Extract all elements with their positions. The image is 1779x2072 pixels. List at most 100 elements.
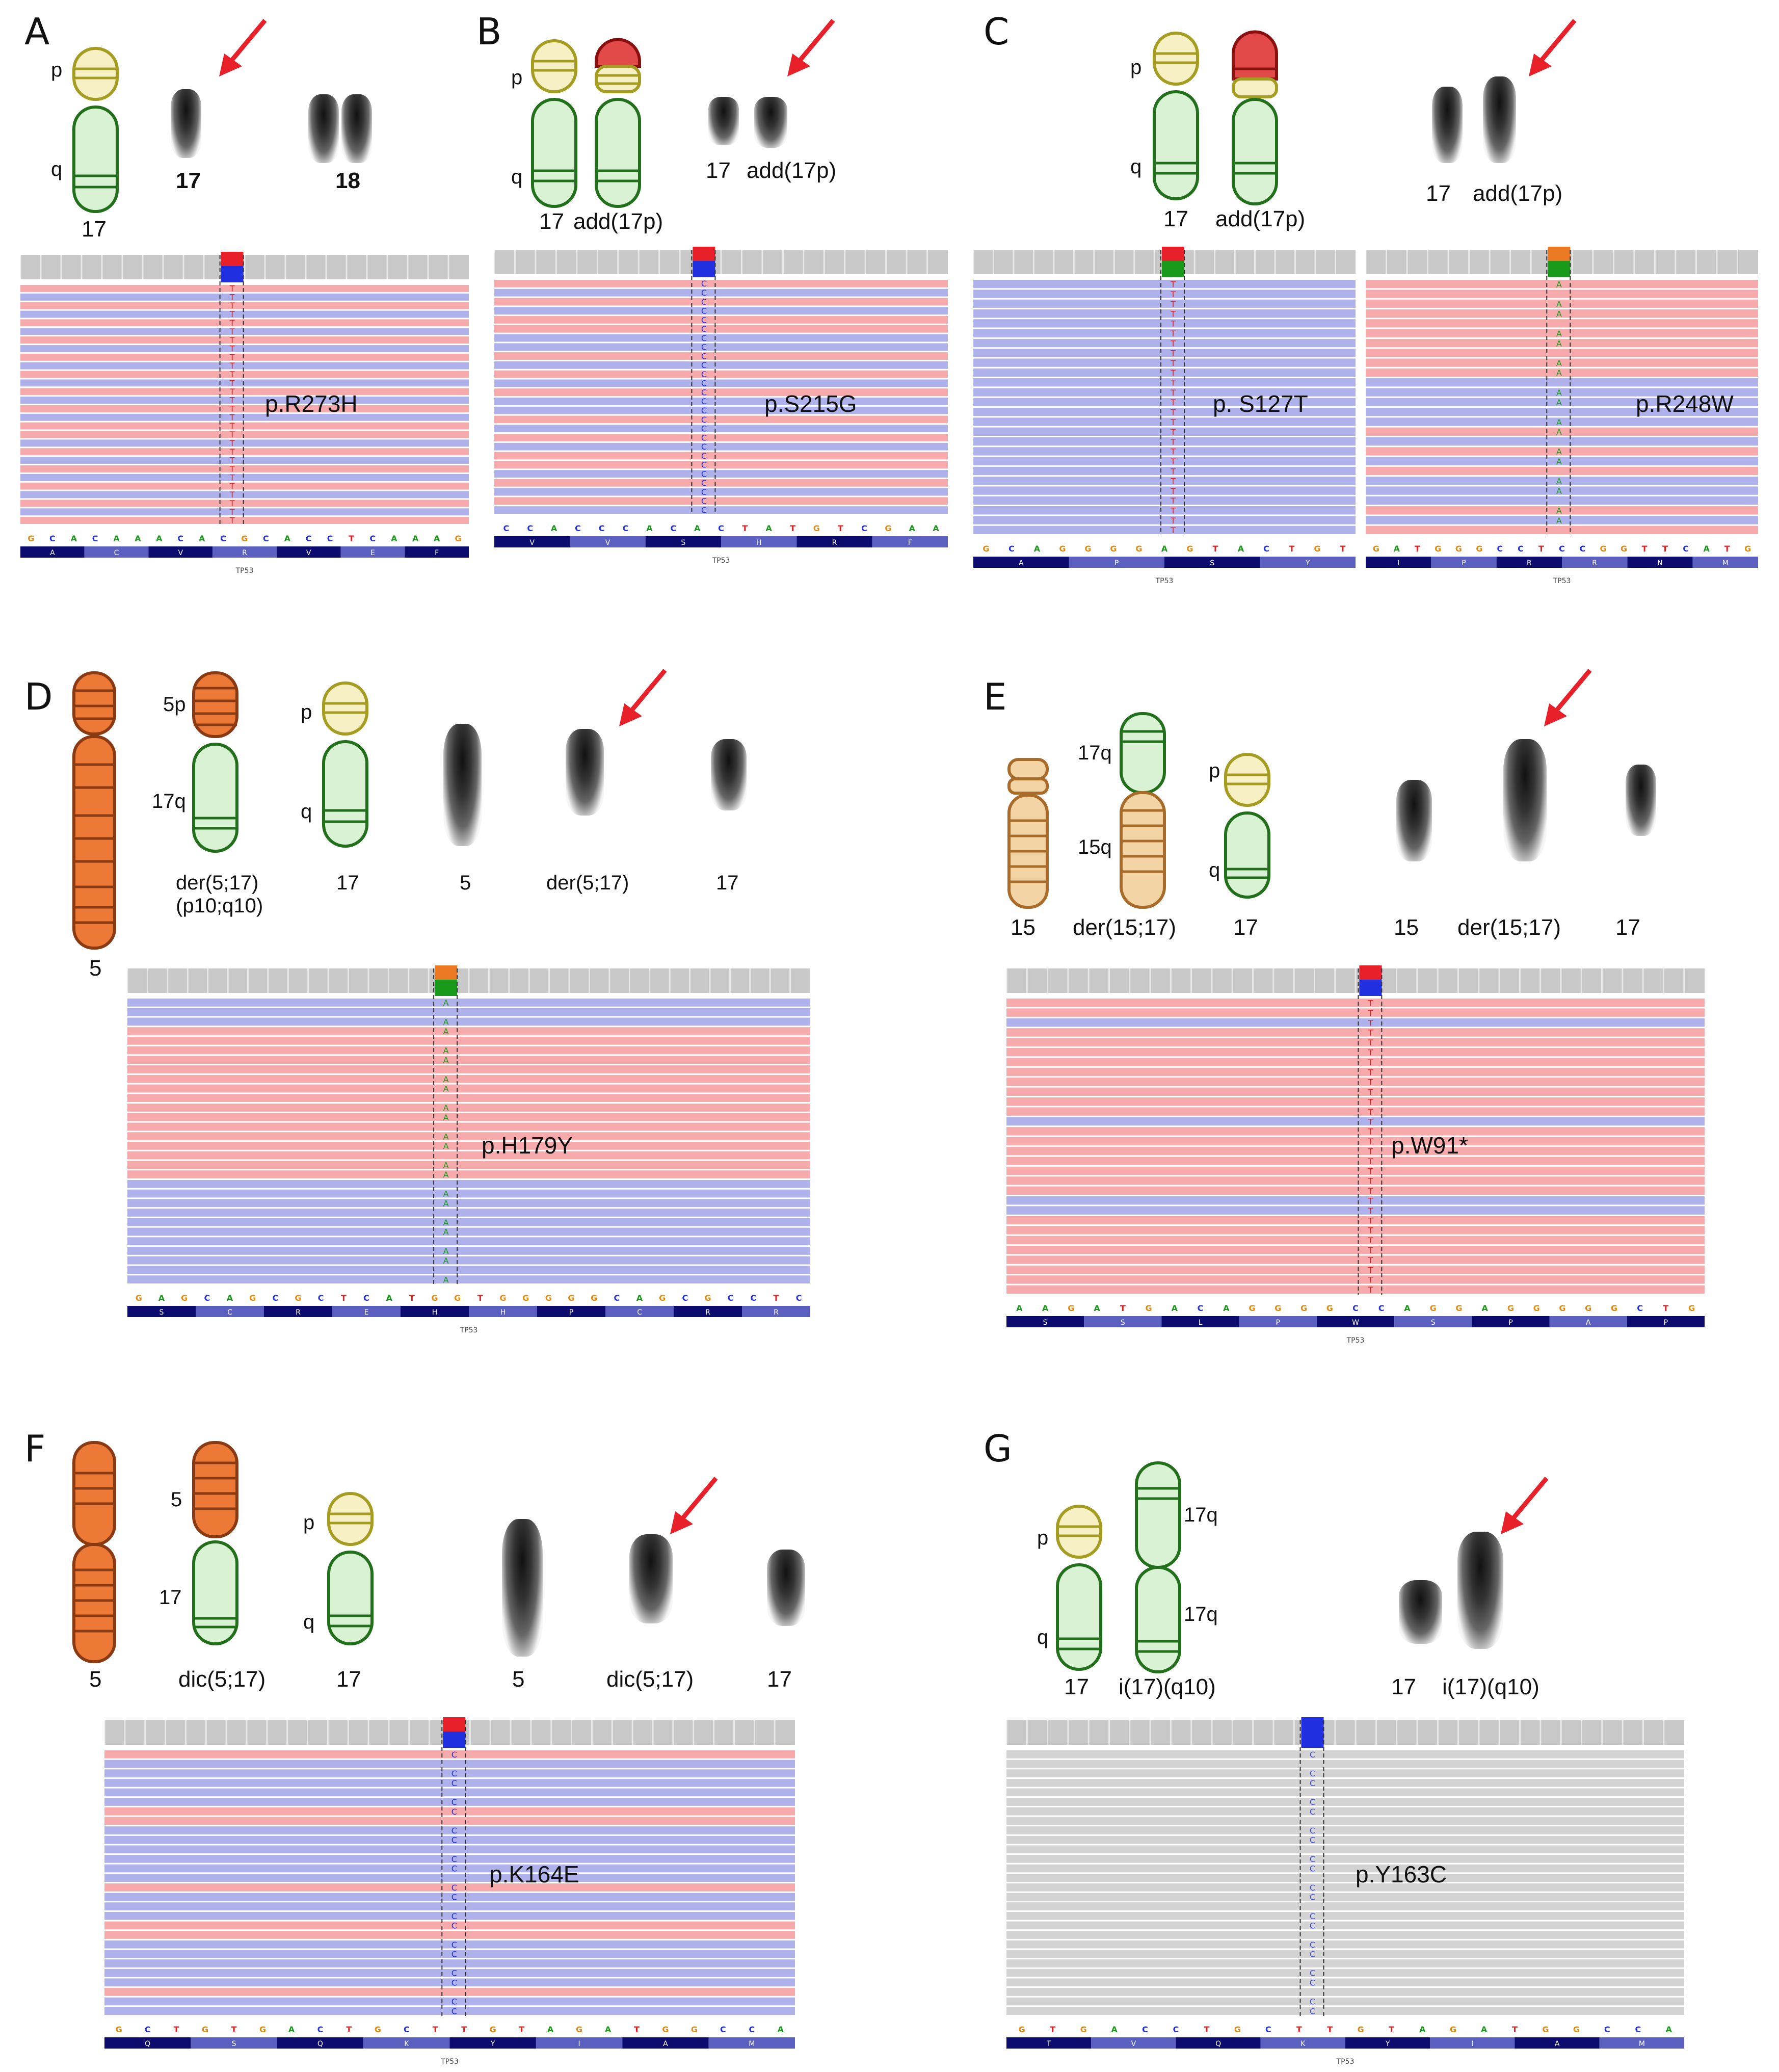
ref-base: G [1688,1303,1695,1313]
svg-text:C: C [701,469,707,479]
read-row [127,1074,810,1083]
red-arrow-g [1501,1477,1549,1534]
ref-base: A [933,523,939,533]
read-row [20,431,469,438]
read-row [127,1209,810,1217]
amino-acid: R [1527,559,1532,567]
read-row [104,1855,795,1863]
amino-acid: P [1114,559,1119,567]
ref-base: G [1135,544,1142,554]
svg-text:C: C [701,333,707,343]
ref-base: T [838,523,843,533]
photo-label-der15-17-e: der(15;17) [1457,915,1561,940]
read-row [104,1950,795,1958]
svg-text:T: T [229,499,235,508]
ref-base: C [861,523,867,533]
svg-text:T: T [1170,299,1176,309]
svg-text:C: C [701,315,707,325]
svg-text:A: A [1556,368,1562,378]
ideogram-der15-17-e [1120,712,1166,909]
svg-text:C: C [452,1893,457,1902]
read-row [127,1256,810,1265]
svg-text:T: T [229,490,235,500]
ref-base: T [1662,544,1668,554]
read-row [127,999,810,1007]
gene-label: TP53 [235,567,254,575]
svg-text:T: T [1368,1216,1373,1225]
svg-text:T: T [1368,1206,1373,1216]
photo-label-5-d: 5 [460,872,471,894]
amino-acid: R [242,549,247,557]
amino-acid: P [1664,1319,1668,1327]
amino-acid: C [114,549,119,557]
svg-text:A: A [443,1046,449,1056]
mutation-label-c2: p.R248W [1636,390,1734,417]
svg-text:T: T [229,292,235,302]
svg-text:C: C [1310,1940,1315,1950]
read-row [127,1094,810,1103]
ref-base: C [599,523,605,533]
red-arrow-f [670,1477,718,1534]
ref-base: C [1635,2025,1641,2034]
amino-acid: Q [145,2040,150,2048]
amino-acid: R [296,1308,301,1317]
read-row [104,1826,795,1834]
arm-p-a: p [51,59,63,81]
svg-text:T: T [1170,329,1176,338]
svg-text:T: T [1170,486,1176,496]
read-row [1006,1864,1684,1873]
svg-text:A: A [443,998,449,1008]
ref-base: G [1476,544,1482,554]
svg-text:A: A [1556,398,1562,407]
read-row [1006,1798,1684,1806]
svg-text:T: T [1368,1107,1373,1117]
read-row [973,516,1356,524]
svg-text:C: C [701,343,707,352]
svg-text:T: T [1170,368,1176,378]
svg-text:T: T [1368,1226,1373,1236]
ref-base: A [636,1293,643,1303]
svg-text:C: C [1310,1978,1315,1987]
photo-label-der5-17-d: der(5;17) [546,872,629,894]
read-row [1006,1893,1684,1901]
read-row [20,491,469,499]
read-row [1006,1038,1705,1046]
ref-base: A [778,2025,784,2034]
read-row [1006,1940,1684,1949]
ref-base: G [454,1293,461,1303]
ref-base: A [227,1293,233,1303]
svg-text:A: A [443,1084,449,1094]
amino-acid: F [908,539,912,547]
ideo-label-add17p-c: add(17p) [1215,206,1306,231]
ref-base: G [576,2025,582,2034]
photo-label-17-photo-f: 17 [767,1667,792,1692]
ref-base: G [522,1293,529,1303]
read-row [1006,1137,1705,1145]
amino-acid: P [1462,559,1466,567]
ref-base: T [1663,1303,1668,1313]
svg-text:T: T [1170,319,1176,329]
amino-acid: M [1639,2040,1645,2048]
read-row [973,466,1356,476]
ref-base: T [1512,2025,1518,2034]
read-row [494,325,948,333]
amino-acid: Y [490,2040,495,2048]
read-row [1366,506,1758,515]
ref-base: G [545,1293,552,1303]
ref-base: A [288,2025,295,2034]
svg-text:C: C [701,397,707,406]
svg-text:A: A [443,1017,449,1027]
read-row [1366,516,1758,524]
ref-base: G [1084,544,1091,554]
mutation-label-d: p.H179Y [482,1132,573,1159]
ref-base: A [1016,1303,1023,1313]
read-row [104,1940,795,1949]
svg-text:T: T [229,327,235,336]
ref-base: T [174,2025,179,2034]
gene-label: TP53 [1553,577,1571,585]
photo-label-17-b: 17 [706,158,731,183]
ideo-label-15-e: 15 [1011,915,1035,940]
svg-text:T: T [1368,1028,1373,1038]
